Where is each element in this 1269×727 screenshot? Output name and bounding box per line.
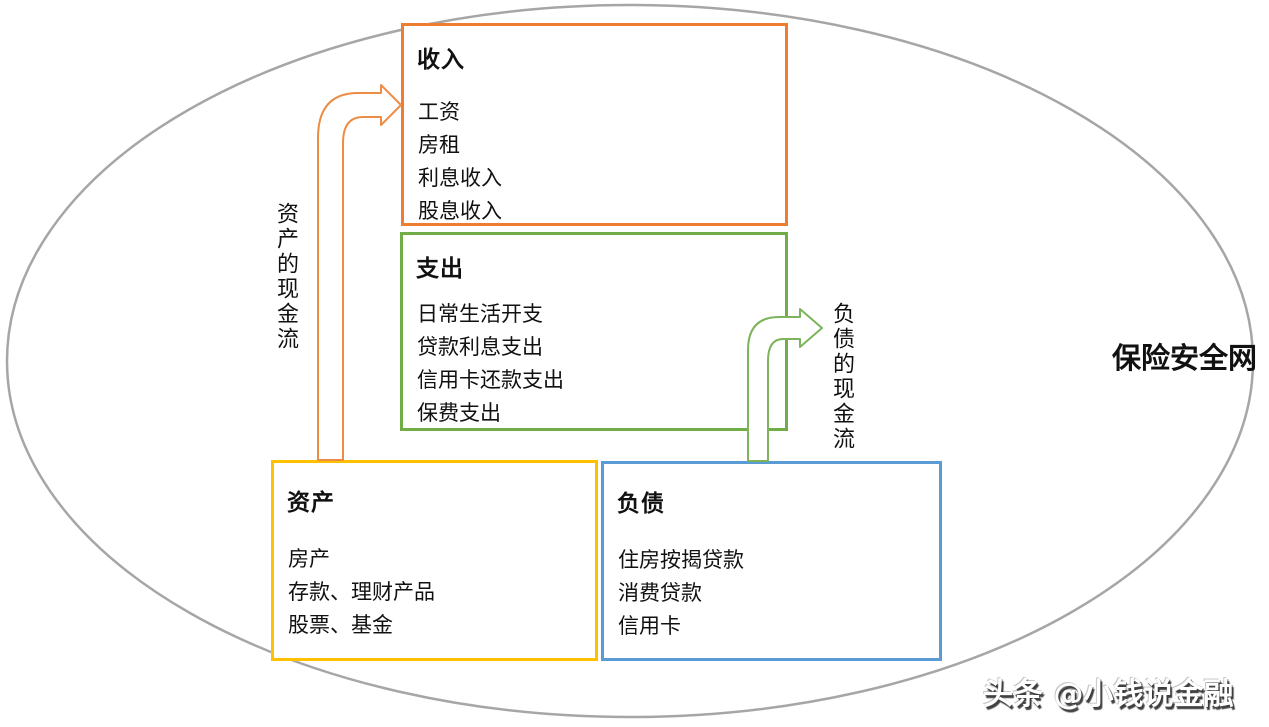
liability-item: 消费贷款 <box>618 581 702 605</box>
income-box: 收入 工资 房租 利息收入 股息收入 <box>401 23 788 226</box>
asset-cashflow-label: 资产的现金流 <box>273 202 298 352</box>
liability-box-items: 住房按揭贷款 消费贷款 信用卡 <box>618 544 744 643</box>
safety-net-label: 保险安全网 <box>1112 341 1258 375</box>
expense-box-items: 日常生活开支 贷款利息支出 信用卡还款支出 保费支出 <box>417 298 564 430</box>
asset-cashflow-arrow <box>317 84 402 461</box>
expense-item: 贷款利息支出 <box>417 335 543 359</box>
income-item: 利息收入 <box>418 166 502 190</box>
liability-cashflow-label: 负债的现金流 <box>829 302 854 452</box>
income-item: 工资 <box>418 100 460 124</box>
watermark-text: 头条 @小钱说金融 <box>983 677 1234 712</box>
asset-box-title: 资产 <box>287 490 335 516</box>
asset-item: 股票、基金 <box>288 613 393 637</box>
income-box-title: 收入 <box>417 47 465 73</box>
liability-item: 住房按揭贷款 <box>618 548 744 572</box>
expense-item: 日常生活开支 <box>417 302 543 326</box>
asset-item: 房产 <box>288 547 330 571</box>
liability-box-title: 负债 <box>617 491 665 517</box>
income-item: 股息收入 <box>418 199 502 223</box>
asset-box-items: 房产 存款、理财产品 股票、基金 <box>288 543 435 642</box>
expense-item: 信用卡还款支出 <box>417 368 564 392</box>
liability-box: 负债 住房按揭贷款 消费贷款 信用卡 <box>601 461 942 661</box>
asset-box: 资产 房产 存款、理财产品 股票、基金 <box>271 460 598 661</box>
income-box-items: 工资 房租 利息收入 股息收入 <box>418 96 502 228</box>
expense-box-title: 支出 <box>416 256 464 282</box>
income-item: 房租 <box>418 133 460 157</box>
expense-box: 支出 日常生活开支 贷款利息支出 信用卡还款支出 保费支出 <box>400 232 788 431</box>
asset-item: 存款、理财产品 <box>288 580 435 604</box>
liability-item: 信用卡 <box>618 614 681 638</box>
expense-item: 保费支出 <box>417 401 501 425</box>
